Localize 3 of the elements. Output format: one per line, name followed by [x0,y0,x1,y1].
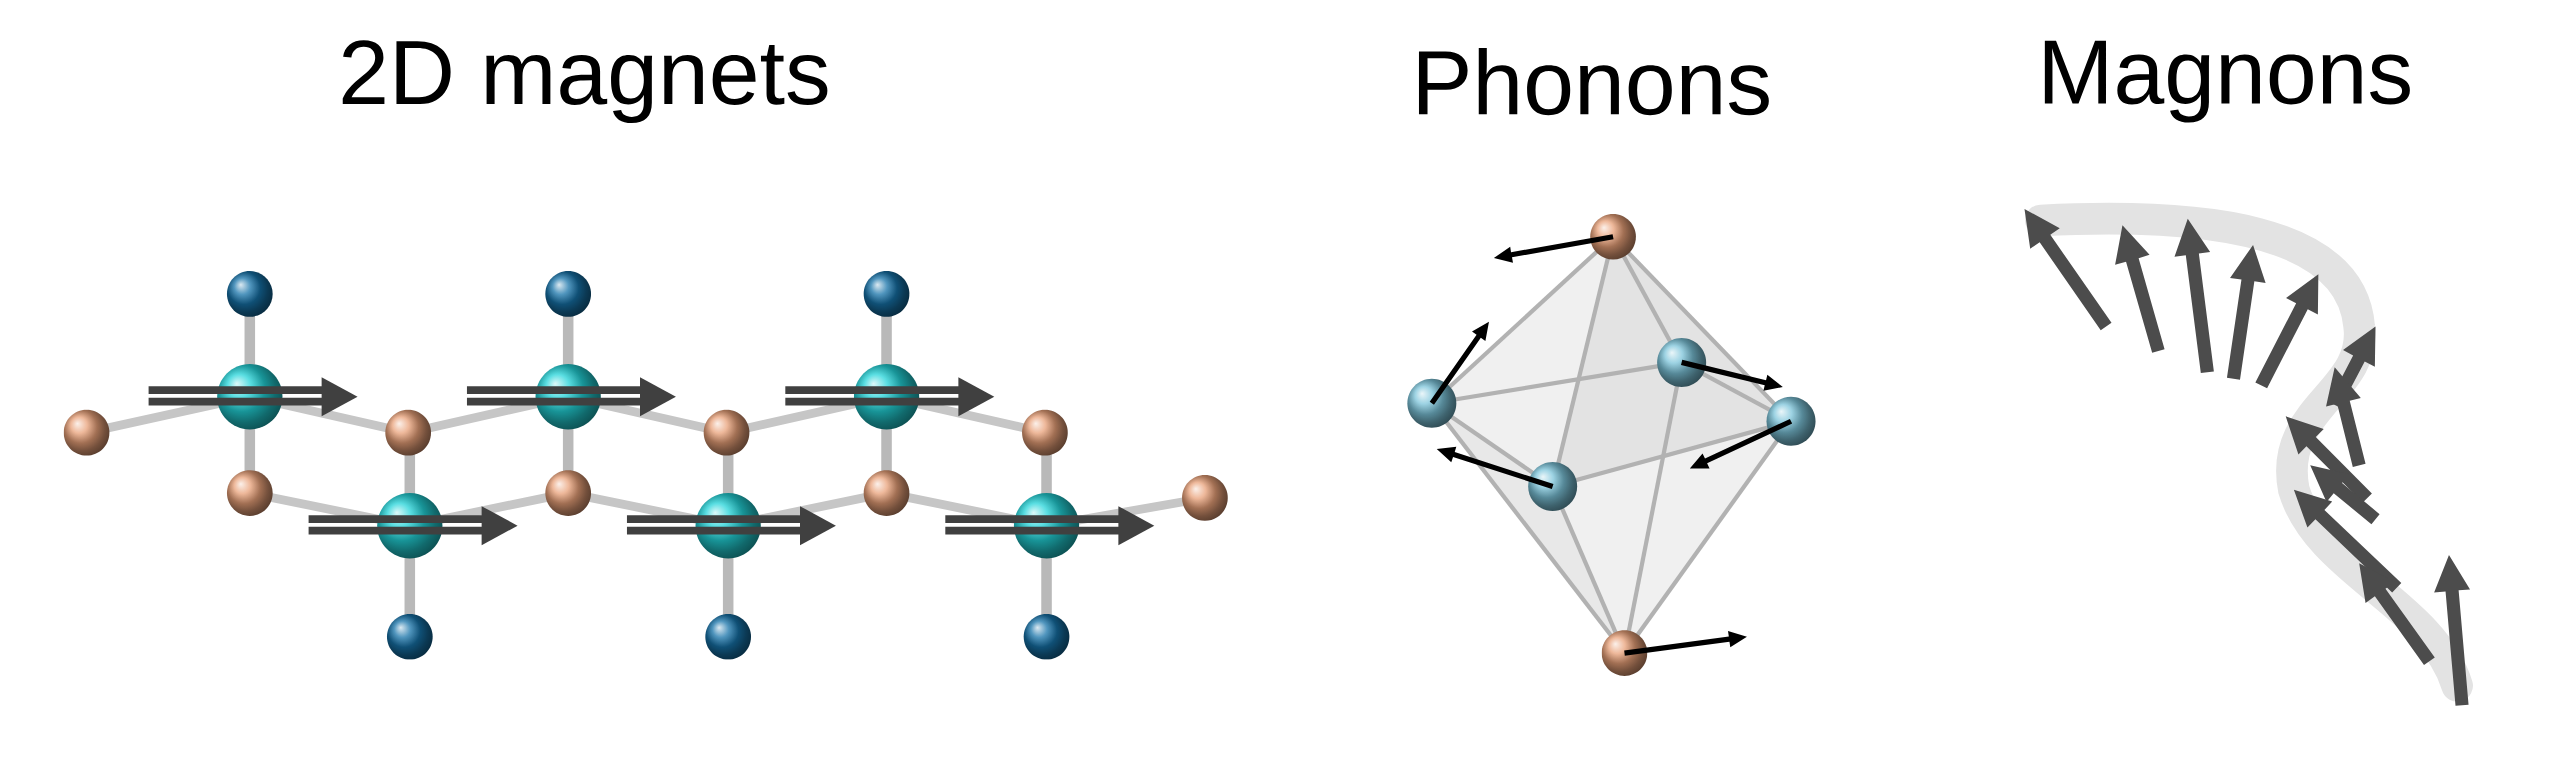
panel-title: Magnons [2044,40,2410,123]
panel-title: 2D magnets [342,40,828,124]
panel-title: Phonons [1418,48,1769,116]
